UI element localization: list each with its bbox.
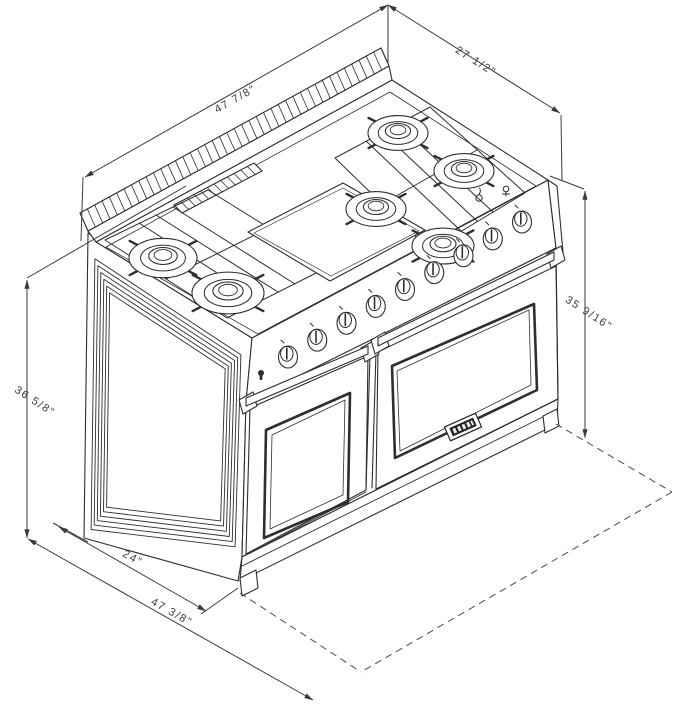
control-knob xyxy=(511,204,533,234)
handle-bracket xyxy=(546,245,566,269)
door-divider xyxy=(365,354,371,491)
control-knob xyxy=(453,238,474,268)
extension-line xyxy=(200,587,239,615)
backguard-rib xyxy=(130,184,140,204)
extension-line xyxy=(26,185,187,279)
left-door-window xyxy=(262,391,352,540)
light-icon xyxy=(502,185,510,197)
control-knob xyxy=(307,322,328,352)
flame-icon xyxy=(475,187,483,202)
handle-bar xyxy=(377,251,555,347)
backguard-rib xyxy=(138,180,148,200)
left-door-handle xyxy=(238,339,380,415)
backguard-rib xyxy=(86,208,96,228)
dimension-label-top-width: 47 7/8" xyxy=(213,83,259,116)
burner xyxy=(345,191,407,227)
backguard-rib xyxy=(94,204,104,224)
side-frame-line xyxy=(103,285,229,527)
control-knob xyxy=(424,255,445,285)
vent-rib xyxy=(226,176,236,186)
dimension-label-left-height: 36 5/8" xyxy=(12,384,57,419)
burner xyxy=(433,153,495,189)
right-door-handle xyxy=(370,245,566,355)
dimension-line xyxy=(84,4,389,178)
control-knob xyxy=(277,339,299,369)
extension-line xyxy=(52,522,89,543)
extension-line xyxy=(560,114,563,181)
backguard-rib xyxy=(108,196,118,216)
backguard-rib xyxy=(123,188,133,208)
vent-rib xyxy=(220,180,230,189)
side-frame-line xyxy=(96,272,236,537)
dimension-label-right-height: 35 9/16" xyxy=(563,294,614,333)
control-knob xyxy=(365,288,386,318)
backguard-rib xyxy=(101,200,111,220)
indicator-light-icon xyxy=(258,370,264,380)
side-frame-line xyxy=(99,278,232,532)
vent-rib xyxy=(213,183,223,193)
control-knob xyxy=(482,221,503,251)
control-knob xyxy=(394,272,416,302)
right-door-window xyxy=(390,302,539,460)
brand-badge xyxy=(443,412,483,442)
door-divider xyxy=(371,351,377,489)
burner xyxy=(128,237,198,279)
burners xyxy=(128,115,495,315)
dimension-line xyxy=(387,4,561,114)
dimension-line xyxy=(27,538,314,701)
extension-line xyxy=(80,176,84,242)
extension-line xyxy=(549,175,585,190)
burner xyxy=(191,271,265,315)
control-knob xyxy=(336,305,357,335)
vent-rib xyxy=(200,190,210,200)
side-frame-line xyxy=(106,292,226,522)
handle-bar xyxy=(245,345,369,407)
dimension-label-top-depth: 27 1/2" xyxy=(453,44,498,78)
control-knobs xyxy=(277,204,533,369)
burner xyxy=(367,115,429,151)
range-drawing xyxy=(79,47,566,597)
right-door-bottom xyxy=(375,398,559,490)
backguard-rib xyxy=(116,192,126,212)
backguard-rib xyxy=(145,176,155,196)
